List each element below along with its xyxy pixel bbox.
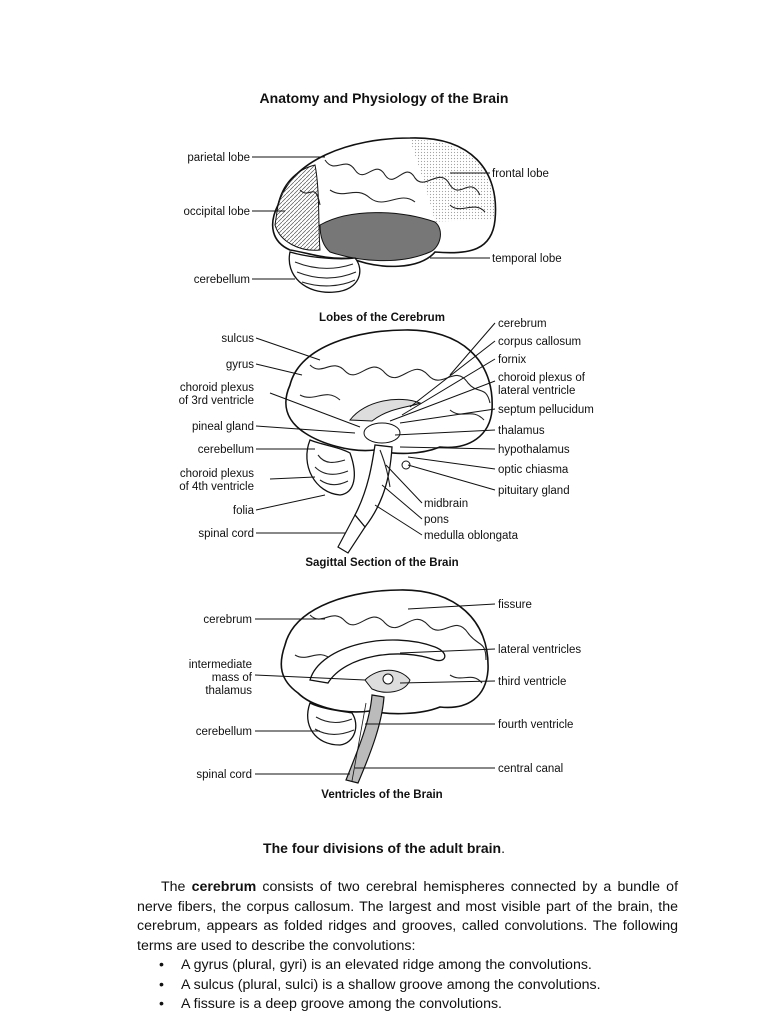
list-item: •A fissure is a deep groove among the co… [159,996,502,1012]
label-corpus-callosum: corpus callosum [498,336,581,348]
label-sulcus: sulcus [221,333,254,345]
label-choroid-plexus-3rd-a: choroid plexus [180,382,254,394]
caption-lobes: Lobes of the Cerebrum [319,312,445,324]
label-choroid-plexus-lateral-b: lateral ventricle [498,385,575,397]
label-fornix: fornix [498,354,526,366]
label-folia: folia [233,505,255,517]
lateral-ventricle-shape [309,639,446,684]
label-midbrain: midbrain [424,498,468,510]
list-item: •A sulcus (plural, sulci) is a shallow g… [159,976,601,993]
ventricles-figure: cerebrum intermediate mass of thalamus c… [189,589,581,801]
sagittal-left-labels: sulcus gyrus choroid plexus of 3rd ventr… [179,333,255,540]
caption-sagittal: Sagittal Section of the Brain [305,557,458,569]
sagittal-cerebellum [306,439,355,496]
label-spinal-cord-v: spinal cord [196,769,252,781]
body-text: The cerebrum consists of two cerebral he… [137,878,678,1015]
label-fissure: fissure [498,599,532,611]
label-thalamus: thalamus [498,425,545,437]
label-lateral-ventricles: lateral ventricles [498,644,581,656]
label-choroid-plexus-3rd-b: of 3rd ventricle [179,395,254,407]
label-cerebrum-v: cerebrum [203,614,252,626]
caption-ventricles: Ventricles of the Brain [321,789,442,801]
label-septum-pellucidum: septum pellucidum [498,404,594,416]
label-third-ventricle: third ventricle [498,676,566,688]
convolution-terms-list: •A gyrus (plural, gyri) is an elevated r… [137,956,678,1015]
label-choroid-plexus-4th-a: choroid plexus [180,468,254,480]
list-item: •A gyrus (plural, gyri) is an elevated r… [159,957,592,973]
label-thalamus-v: thalamus [205,685,252,697]
frontal-lobe-region [410,139,495,222]
label-central-canal: central canal [498,763,563,775]
label-choroid-plexus-4th-b: of 4th ventricle [179,481,254,493]
label-frontal-lobe: frontal lobe [492,168,549,180]
label-choroid-plexus-lateral-a: choroid plexus of [498,372,586,384]
label-temporal-lobe: temporal lobe [492,253,562,265]
page-title: Anatomy and Physiology of the Brain [259,90,509,106]
label-medulla-oblongata: medulla oblongata [424,530,519,542]
sagittal-brain-outline [285,329,493,455]
label-pineal-gland: pineal gland [192,421,254,433]
sagittal-section-figure: sulcus gyrus choroid plexus of 3rd ventr… [179,318,594,569]
label-spinal-cord-sagittal: spinal cord [198,528,254,540]
label-occipital-lobe: occipital lobe [184,206,250,218]
label-cerebellum-sagittal: cerebellum [198,444,254,456]
cerebellum-shape [288,251,361,293]
temporal-lobe-region [319,212,441,262]
sagittal-bottom-labels: midbrain pons medulla oblongata [424,498,519,542]
label-cerebellum-v: cerebellum [196,726,252,738]
label-hypothalamus: hypothalamus [498,444,570,456]
label-optic-chiasma: optic chiasma [498,464,569,476]
cerebrum-paragraph: The cerebrum consists of two cerebral he… [137,879,679,954]
label-cerebellum: cerebellum [194,274,250,286]
corpus-callosum-shape [349,398,422,422]
brain-stem [354,444,393,529]
label-parietal-lobe: parietal lobe [187,152,250,164]
lobes-of-cerebrum-figure: parietal lobe occipital lobe cerebellum … [184,137,562,324]
label-cerebrum: cerebrum [498,318,547,330]
label-intermediate: intermediate [189,659,252,671]
label-gyrus: gyrus [226,359,254,371]
label-pituitary-gland: pituitary gland [498,485,570,497]
section-subtitle: The four divisions of the adult brain. [263,840,505,856]
label-mass-of: mass of [212,672,253,684]
brain-gyri [299,159,486,213]
occipital-lobe-region [274,164,321,251]
label-pons: pons [424,514,449,526]
label-fourth-ventricle: fourth ventricle [498,719,573,731]
sagittal-right-labels: cerebrum corpus callosum fornix choroid … [498,318,594,497]
